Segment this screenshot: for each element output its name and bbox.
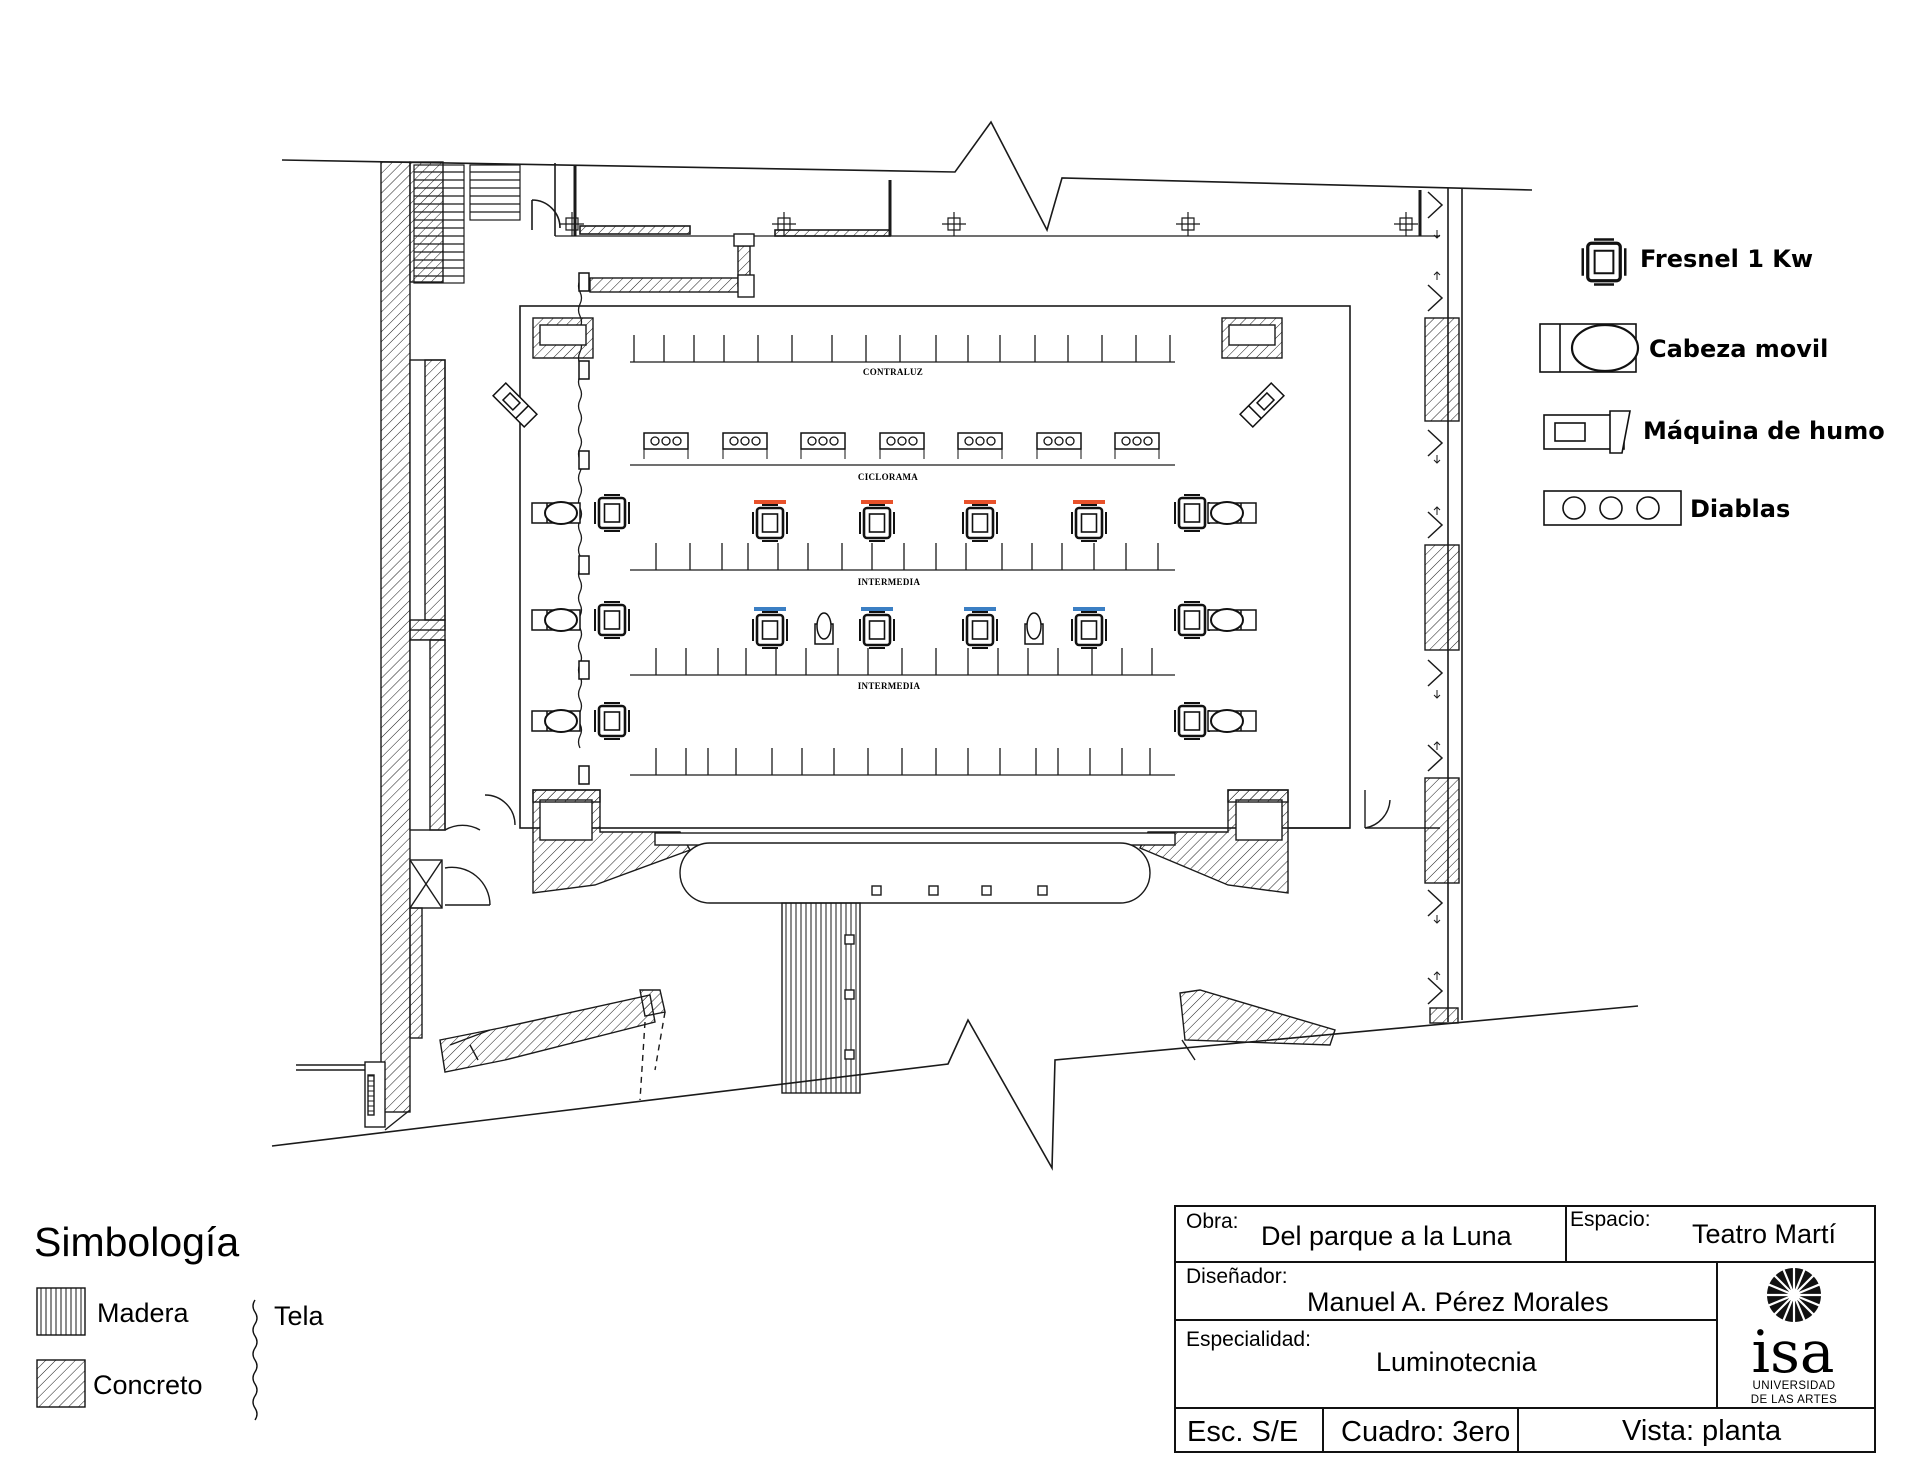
diablas-icon [1543,490,1682,526]
disenador-value: Manuel A. Pérez Morales [1307,1287,1609,1317]
isa-logo-sub-2: DE LAS ARTES [1751,1394,1837,1406]
batten-label-ciclorama: CICLORAMA [858,472,918,482]
fresnel-row-cool [751,607,1108,650]
symbology-tela-label: Tela [274,1301,325,1331]
fresnel-row-warm [751,500,1108,543]
isa-logo: isa UNIVERSIDAD DE LAS ARTES [1751,1267,1837,1406]
obra-value: Del parque a la Luna [1261,1221,1513,1251]
center-moving-heads [814,612,1044,645]
side-fresnels [593,493,1211,741]
fresnel-icon [1581,237,1627,287]
batten-label-intermedia-1: INTERMEDIA [858,577,921,587]
legend-humo-label: Máquina de humo [1643,417,1885,445]
isa-logo-text: isa [1752,1318,1835,1386]
symbology-title: Simbología [34,1219,239,1265]
madera-swatch [36,1287,86,1336]
tela-swatch [252,1299,258,1421]
escala-cell: Esc. S/E [1187,1416,1298,1448]
symbology-concreto-label: Concreto [93,1370,203,1400]
legend-cabeza-label: Cabeza movil [1649,335,1828,363]
espacio-label: Espacio: [1570,1208,1651,1231]
symbology-legend: Simbología Madera Concreto Tela [34,1219,325,1421]
diablas-row [643,432,1160,460]
title-block [1174,1205,1876,1453]
symbology-madera-label: Madera [97,1298,190,1328]
smoke-machine-icon [1543,410,1631,454]
legend-fresnel-label: Fresnel 1 Kw [1640,245,1813,273]
batten-label-intermedia-2: INTERMEDIA [858,681,921,691]
title-block-text: Obra: Del parque a la Luna Espacio: Teat… [1186,1208,1837,1448]
isa-burst-icon [1766,1267,1822,1323]
legend-diablas-label: Diablas [1690,495,1790,523]
obra-label: Obra: [1186,1210,1239,1233]
moving-head-icon [1539,323,1640,373]
side-moving-heads [531,501,1257,733]
cuadro-cell: Cuadro: 3ero [1341,1416,1510,1448]
vista-cell: Vista: planta [1622,1415,1782,1447]
especialidad-value: Luminotecnia [1376,1347,1538,1377]
isa-logo-sub-1: UNIVERSIDAD [1753,1380,1836,1392]
batten-label-contraluz: CONTRALUZ [863,367,923,377]
especialidad-label: Especialidad: [1186,1328,1311,1351]
equipment-legend: Fresnel 1 Kw Cabeza movil Máquina de hum… [1539,237,1885,526]
espacio-value: Teatro Martí [1692,1219,1837,1249]
concreto-swatch [36,1359,86,1408]
disenador-label: Diseñador: [1186,1265,1288,1288]
